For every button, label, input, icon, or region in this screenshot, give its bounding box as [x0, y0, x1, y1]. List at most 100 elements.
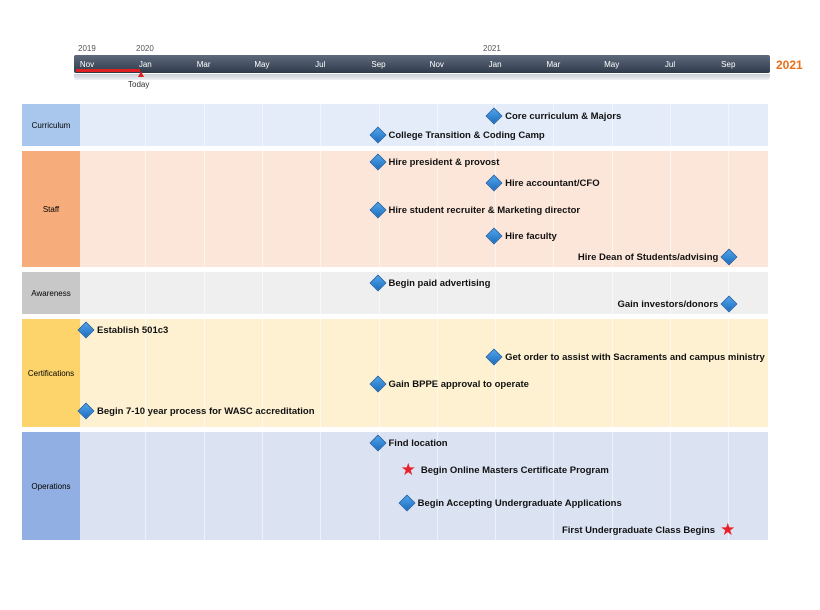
elapsed-progress-bar [76, 69, 140, 72]
gridline [670, 151, 671, 267]
gridline [611, 432, 613, 540]
month-tick-label: May [254, 60, 270, 69]
milestone-label: Begin 7-10 year process for WASC accredi… [97, 405, 315, 417]
milestone[interactable]: Begin Accepting Undergraduate Applicatio… [398, 494, 622, 512]
diamond-icon [369, 201, 386, 219]
gridline [670, 432, 671, 540]
gridline [436, 104, 438, 146]
gridline [261, 432, 263, 540]
gridline [553, 272, 555, 314]
gridline [203, 432, 205, 540]
milestone[interactable]: College Transition & Coding Camp [369, 126, 545, 144]
milestone[interactable]: Begin 7-10 year process for WASC accredi… [77, 402, 315, 420]
gridline [553, 104, 555, 146]
swimlane-label: Staff [22, 151, 80, 267]
diamond-icon [720, 295, 738, 313]
gridline [495, 432, 497, 540]
milestone-label: Hire student recruiter & Marketing direc… [388, 204, 581, 216]
gridline [203, 104, 205, 146]
month-tick-label: Mar [196, 60, 211, 69]
gridline [553, 151, 555, 267]
swimlane-label: Operations [22, 432, 80, 540]
gridline [261, 319, 263, 427]
milestone[interactable]: Hire president & provost [369, 153, 500, 171]
diamond-icon [369, 126, 386, 144]
milestone-label: Gain investors/donors [617, 298, 719, 310]
gridline [320, 319, 322, 427]
milestone[interactable]: Get order to assist with Sacraments and … [485, 348, 765, 366]
month-tick-label: Sep [371, 60, 386, 69]
milestone[interactable]: Hire student recruiter & Marketing direc… [369, 201, 581, 219]
milestone-label: Get order to assist with Sacraments and … [505, 351, 765, 363]
milestone[interactable]: ★First Undergraduate Class Begins [562, 520, 736, 539]
month-tick-label: Jan [138, 60, 152, 69]
swimlane-label: Certifications [22, 319, 80, 427]
gridline [436, 319, 438, 427]
gridline [728, 151, 730, 267]
gridline [728, 272, 730, 314]
year-label-2021: 2021 [483, 44, 501, 53]
gridline [261, 272, 263, 314]
milestone-label: Find location [388, 437, 448, 449]
gridline [261, 104, 263, 146]
milestone[interactable]: Hire accountant/CFO [485, 174, 600, 192]
milestone-label: College Transition & Coding Camp [388, 129, 545, 141]
star-icon: ★ [720, 520, 736, 539]
diamond-icon [720, 248, 738, 266]
swimlane-body [80, 319, 768, 427]
gridline [495, 151, 497, 267]
swimlane-label: Awareness [22, 272, 80, 314]
milestone[interactable]: ★Begin Online Masters Certificate Progra… [401, 461, 609, 478]
month-tick-label: Nov [79, 60, 95, 69]
gridline [320, 104, 322, 146]
gridline [728, 104, 730, 146]
gridline [203, 151, 205, 267]
month-tick-label: Sep [721, 60, 736, 69]
gridline [145, 272, 147, 314]
time-scale-shadow [74, 74, 770, 80]
gridline [611, 272, 613, 314]
milestone[interactable]: Find location [369, 434, 448, 452]
gridline [553, 319, 555, 427]
gridline [670, 272, 671, 314]
diamond-icon [369, 375, 386, 393]
milestone[interactable]: Gain BPPE approval to operate [369, 375, 529, 393]
month-tick-label: Mar [546, 60, 561, 69]
milestone[interactable]: Gain investors/donors [617, 295, 738, 313]
gridline [145, 432, 147, 540]
gridline [436, 272, 438, 314]
gridline [495, 272, 497, 314]
gridline [670, 104, 671, 146]
diamond-icon [398, 494, 416, 512]
milestone[interactable]: Begin paid advertising [369, 274, 490, 292]
diamond-icon [485, 348, 503, 366]
gridline [320, 272, 322, 314]
milestone-label: Begin Online Masters Certificate Program [420, 464, 609, 476]
gridline [436, 432, 438, 540]
month-tick-label: Nov [429, 60, 444, 69]
gridline [203, 319, 205, 427]
gridline [203, 272, 205, 314]
milestone-label: Hire president & provost [388, 156, 500, 168]
gridline [145, 151, 147, 267]
gridline [553, 432, 555, 540]
milestone[interactable]: Establish 501c3 [77, 321, 168, 339]
month-tick-label: Jul [315, 60, 326, 69]
gridline [611, 151, 613, 267]
milestone-label: Core curriculum & Majors [505, 110, 622, 122]
gridline [611, 319, 613, 427]
gridline [728, 319, 730, 427]
gridline [378, 432, 380, 540]
month-tick-label: May [604, 60, 620, 69]
today-label: Today [128, 80, 150, 89]
milestone[interactable]: Core curriculum & Majors [485, 107, 622, 125]
swimlane-body [80, 272, 768, 314]
milestone[interactable]: Hire faculty [485, 227, 557, 245]
milestone[interactable]: Hire Dean of Students/advising [578, 248, 738, 266]
diamond-icon [485, 107, 503, 125]
milestone-label: Hire accountant/CFO [505, 177, 600, 189]
